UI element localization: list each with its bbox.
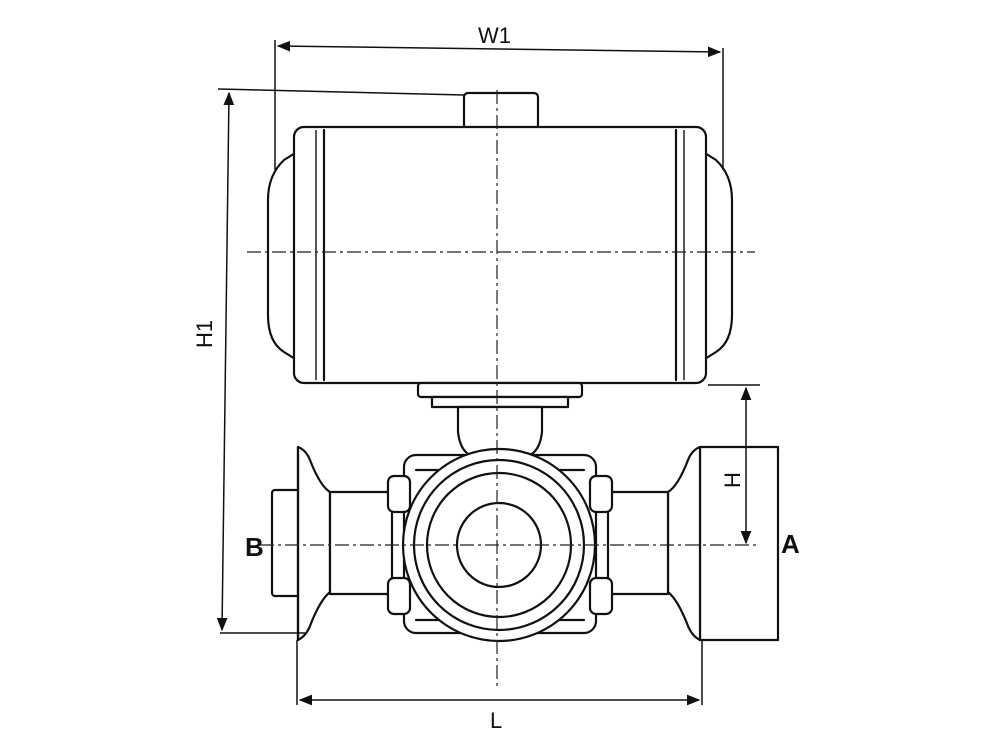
actuator-body [292, 125, 708, 385]
dimension-h1: H1 [192, 88, 465, 634]
label-port-a: A [781, 529, 800, 559]
port-b-clamp-end [270, 445, 394, 642]
left-clamp-flange [296, 445, 332, 642]
dimension-l: L [296, 640, 703, 733]
label-l: L [490, 708, 502, 733]
mounting-bracket [416, 381, 584, 457]
port-a-clamp-end [606, 445, 780, 642]
label-w1: W1 [478, 23, 511, 48]
actuator-left-end-cap [266, 148, 302, 364]
dimension-h: H [708, 384, 760, 545]
label-h1: H1 [192, 320, 217, 348]
right-clamp-flange [666, 445, 702, 642]
centerlines [247, 90, 760, 690]
actuator-top-shaft [462, 91, 540, 131]
label-h: H [720, 472, 745, 488]
right-tube [606, 490, 670, 596]
dimension-w1: W1 [274, 23, 724, 170]
pneumatic-actuator [266, 91, 734, 385]
left-tube [328, 490, 394, 596]
label-port-b: B [245, 532, 264, 562]
